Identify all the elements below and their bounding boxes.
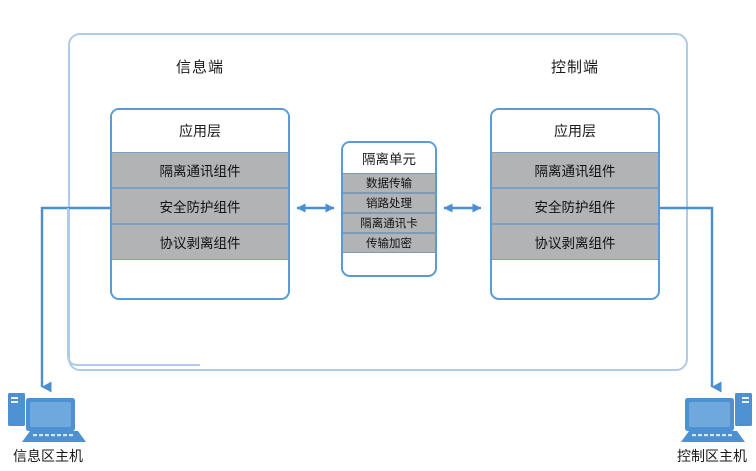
- right-panel-header: 应用层: [492, 110, 658, 152]
- computer-icon-left: [8, 393, 86, 442]
- isolation-unit-row-isolation-card[interactable]: 隔离通讯卡: [343, 213, 435, 233]
- system-boundary-frame: [68, 33, 688, 371]
- left-panel-row-protocol-stripping[interactable]: 协议剥离组件: [112, 224, 288, 260]
- isolation-unit-row-transfer-encryption[interactable]: 传输加密: [343, 233, 435, 253]
- left-panel-header: 应用层: [112, 110, 288, 152]
- computer-icon-right: [681, 393, 752, 442]
- left-panel-information-side: 应用层 隔离通讯组件 安全防护组件 协议剥离组件: [110, 108, 290, 300]
- right-panel-control-side: 应用层 隔离通讯组件 安全防护组件 协议剥离组件: [490, 108, 660, 300]
- right-side-title: 控制端: [550, 58, 599, 76]
- left-panel-row-isolation-comm[interactable]: 隔离通讯组件: [112, 152, 288, 188]
- isolation-unit-header: 隔离单元: [343, 143, 435, 173]
- isolation-unit-row-data-transfer[interactable]: 数据传输: [343, 173, 435, 193]
- left-panel-footer-space: [112, 260, 288, 288]
- host-information-zone-label: 信息区主机: [13, 449, 83, 465]
- isolation-unit-row-channel-processing[interactable]: 销路处理: [343, 193, 435, 213]
- right-panel-row-protocol-stripping[interactable]: 协议剥离组件: [492, 224, 658, 260]
- isolation-unit-footer-space: [343, 253, 435, 271]
- left-side-title: 信息端: [175, 58, 224, 76]
- right-panel-row-security-protection[interactable]: 安全防护组件: [492, 188, 658, 224]
- host-control-zone: 控制区主机: [664, 389, 756, 466]
- right-panel-footer-space: [492, 260, 658, 288]
- left-panel-row-security-protection[interactable]: 安全防护组件: [112, 188, 288, 224]
- isolation-unit: 隔离单元 数据传输 销路处理 隔离通讯卡 传输加密: [341, 141, 437, 277]
- host-information-zone: 信息区主机: [0, 389, 96, 466]
- right-panel-row-isolation-comm[interactable]: 隔离通讯组件: [492, 152, 658, 188]
- host-control-zone-label: 控制区主机: [677, 449, 747, 465]
